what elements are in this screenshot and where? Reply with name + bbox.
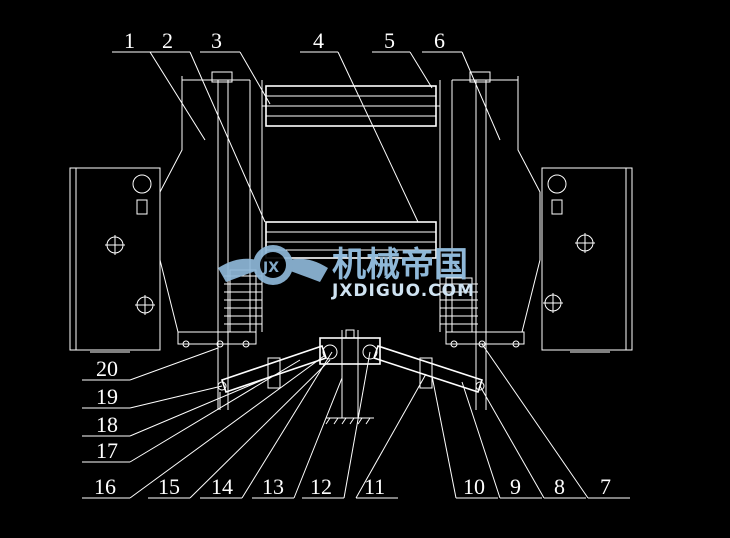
watermark: JX 机械帝国 JXDIGUO.COM bbox=[218, 245, 475, 301]
left-callouts: 20 19 18 17 bbox=[96, 356, 118, 463]
callout-16: 16 bbox=[94, 474, 116, 499]
callout-18: 18 bbox=[96, 412, 118, 437]
right-cabinet bbox=[541, 167, 633, 351]
watermark-chinese: 机械帝国 bbox=[332, 245, 468, 285]
callout-15: 15 bbox=[158, 474, 180, 499]
callout-8: 8 bbox=[554, 474, 565, 499]
left-indicator-lamp bbox=[132, 174, 152, 194]
callout-5: 5 bbox=[384, 28, 395, 53]
callout-7: 7 bbox=[600, 474, 611, 499]
watermark-site: JXDIGUO.COM bbox=[331, 281, 475, 301]
watermark-logo-letters: JX bbox=[262, 260, 279, 276]
callout-20: 20 bbox=[96, 356, 118, 381]
callout-4: 4 bbox=[313, 28, 324, 53]
right-link-arm bbox=[372, 344, 484, 394]
top-callouts: 1 2 3 4 5 6 bbox=[124, 28, 445, 53]
callout-9: 9 bbox=[510, 474, 521, 499]
callout-12: 12 bbox=[310, 474, 332, 499]
callout-2: 2 bbox=[162, 28, 173, 53]
callout-6: 6 bbox=[434, 28, 445, 53]
mechanism-linework bbox=[69, 71, 633, 425]
gear-wings-icon: JX bbox=[218, 245, 328, 285]
callout-11: 11 bbox=[364, 474, 385, 499]
callout-3: 3 bbox=[211, 28, 222, 53]
callout-14: 14 bbox=[211, 474, 233, 499]
central-hub bbox=[319, 337, 381, 365]
left-link-arm bbox=[220, 344, 328, 394]
left-cabinet bbox=[69, 167, 161, 351]
bottom-callouts: 16 15 14 13 12 11 10 9 8 7 bbox=[94, 474, 611, 499]
right-bellows bbox=[440, 277, 478, 333]
callout-1: 1 bbox=[124, 28, 135, 53]
right-indicator-lamp bbox=[547, 174, 567, 194]
leader-lines bbox=[82, 51, 630, 499]
callout-13: 13 bbox=[262, 474, 284, 499]
callout-10: 10 bbox=[463, 474, 485, 499]
callout-19: 19 bbox=[96, 384, 118, 409]
lower-roll bbox=[265, 221, 437, 259]
callout-17: 17 bbox=[96, 438, 118, 463]
